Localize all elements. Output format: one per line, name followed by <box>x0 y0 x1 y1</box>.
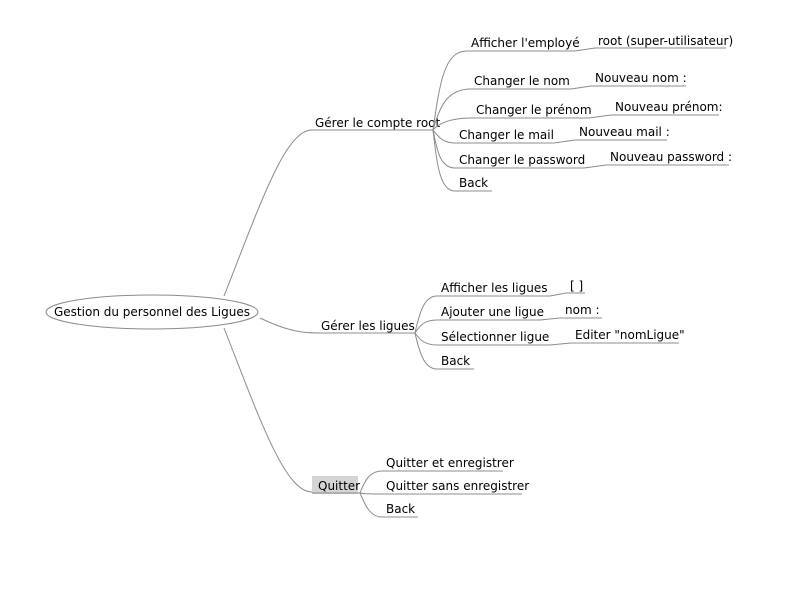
connector-back-2 <box>414 332 438 370</box>
branch-quitter-highlight <box>312 476 358 494</box>
connector-quitter-enregistrer <box>359 470 383 494</box>
selectionner-ligue-detail: Editer "nomLigue" <box>575 328 685 342</box>
branch-ligues-connectors <box>414 295 438 370</box>
branch-quitter: Quitter Quitter et enregistrer Quitter s… <box>312 456 529 518</box>
afficher-ligues-label[interactable]: Afficher les ligues <box>441 281 547 295</box>
quitter-sans-enregistrer-label[interactable]: Quitter sans enregistrer <box>386 479 529 493</box>
ajouter-ligue-detail: nom : <box>565 303 600 317</box>
root-node[interactable]: Gestion du personnel des Ligues <box>45 294 259 330</box>
branch-ligues-label[interactable]: Gérer les ligues <box>321 319 415 333</box>
afficher-employe-label[interactable]: Afficher l'employé <box>471 36 580 50</box>
connector-root-branch-1 <box>223 129 313 297</box>
root-node-ellipse <box>45 294 259 330</box>
root-node-label: Gestion du personnel des Ligues <box>54 305 250 319</box>
afficher-employe-detail-connector <box>574 47 596 52</box>
connector-changer-prenom <box>432 117 473 131</box>
ajouter-ligue-detail-connector <box>539 317 561 321</box>
connector-back-3 <box>359 492 383 518</box>
branch-compte-root-label[interactable]: Gérer le compte root <box>315 116 441 130</box>
changer-nom-detail-connector <box>570 85 592 90</box>
connector-changer-nom <box>432 88 472 131</box>
changer-prenom-detail: Nouveau prénom: <box>615 100 723 114</box>
afficher-ligues-detail-connector <box>549 292 567 297</box>
back-2-label[interactable]: Back <box>441 354 470 368</box>
afficher-employe-detail: root (super-utilisateur) <box>598 34 733 48</box>
changer-nom-label[interactable]: Changer le nom <box>474 74 570 88</box>
branch-quitter-label[interactable]: Quitter <box>318 479 360 493</box>
back-3-label[interactable]: Back <box>386 502 415 516</box>
connector-afficher-ligues <box>414 295 438 334</box>
selectionner-ligue-detail-connector <box>549 342 572 346</box>
changer-mail-detail-connector <box>553 139 576 144</box>
ajouter-ligue-label[interactable]: Ajouter une ligue <box>441 305 544 319</box>
connector-back-1 <box>432 129 456 192</box>
changer-password-detail-connector <box>583 164 607 169</box>
connector-root-branch-2 <box>259 317 319 334</box>
branch-ligues: Gérer les ligues Afficher les ligues [ ]… <box>318 279 685 370</box>
changer-password-label[interactable]: Changer le password <box>459 153 585 167</box>
connector-ajouter-ligue <box>414 319 438 334</box>
afficher-ligues-detail: [ ] <box>570 279 583 293</box>
branch-compte-root-connectors <box>432 50 473 192</box>
changer-mail-label[interactable]: Changer le mail <box>459 128 554 142</box>
back-1-label[interactable]: Back <box>459 176 488 190</box>
root-connectors <box>223 129 319 493</box>
connector-afficher-employe <box>432 50 468 131</box>
connector-changer-password <box>432 129 456 169</box>
quitter-enregistrer-label[interactable]: Quitter et enregistrer <box>386 456 514 470</box>
changer-prenom-detail-connector <box>588 114 612 119</box>
changer-mail-detail: Nouveau mail : <box>579 125 670 139</box>
branch-quitter-connectors <box>359 470 383 518</box>
connector-changer-mail <box>432 129 456 144</box>
connector-root-branch-3 <box>223 327 313 493</box>
connector-quitter-sans-enregistrer <box>359 492 383 495</box>
branch-compte-root: Gérer le compte root Afficher l'employé … <box>312 34 733 192</box>
connector-selectionner-ligue <box>414 332 438 346</box>
selectionner-ligue-label[interactable]: Sélectionner ligue <box>441 330 549 344</box>
changer-password-detail: Nouveau password : <box>610 150 732 164</box>
changer-nom-detail: Nouveau nom : <box>595 71 687 85</box>
changer-prenom-label[interactable]: Changer le prénom <box>476 103 592 117</box>
